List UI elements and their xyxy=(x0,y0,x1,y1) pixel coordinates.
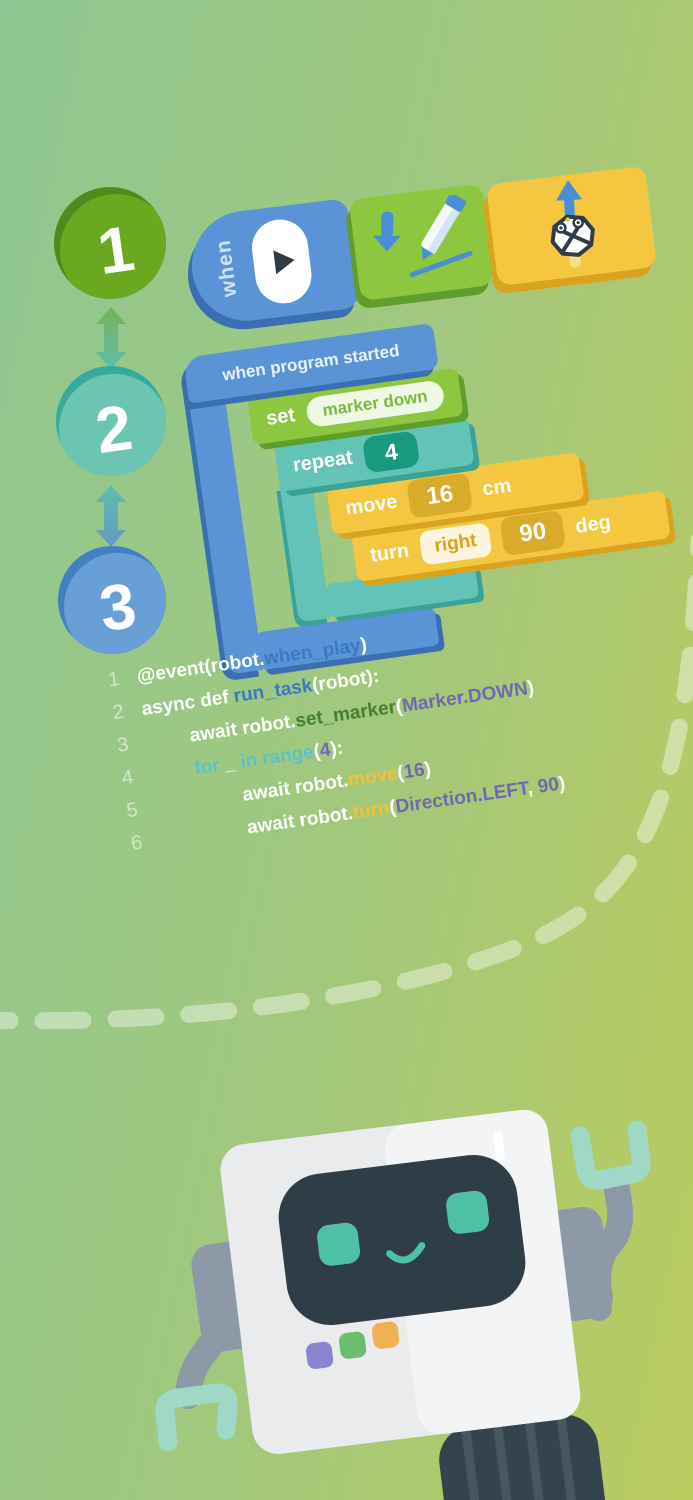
line-number: 6 xyxy=(129,831,144,855)
repeat-count: 4 xyxy=(361,430,421,474)
repeat-label: repeat xyxy=(291,445,354,477)
marker-down-icon xyxy=(373,193,473,278)
repeat-block-arm xyxy=(279,481,331,623)
robot-right-claw xyxy=(570,1120,651,1190)
line-number: 1 xyxy=(106,668,121,692)
purple-button-icon xyxy=(306,1341,334,1369)
marker-down-block xyxy=(348,183,495,302)
turn-angle: 90 xyxy=(499,509,567,557)
set-value: marker down xyxy=(304,379,446,429)
line-number: 5 xyxy=(125,798,140,823)
turn-label: turn xyxy=(368,539,411,567)
when-label: when xyxy=(211,238,242,299)
step-3-number: 3 xyxy=(95,568,141,646)
move-value: 16 xyxy=(406,472,474,519)
orange-button-icon xyxy=(372,1321,400,1349)
step-3-badge: 3 xyxy=(58,546,166,654)
robot-mascot xyxy=(155,1109,651,1500)
icon-blocks-row: when xyxy=(183,138,678,345)
robot-right-eye xyxy=(446,1190,490,1234)
step-2-badge: 2 xyxy=(56,366,166,476)
move-unit: cm xyxy=(480,474,513,500)
step-1-number: 1 xyxy=(93,211,139,289)
line-number: 2 xyxy=(111,700,126,725)
move-label: move xyxy=(343,490,399,520)
robot-tread xyxy=(439,1410,609,1500)
green-button-icon xyxy=(339,1331,367,1359)
turn-direction: right xyxy=(418,522,493,566)
arrow-1-2-icon xyxy=(96,307,126,369)
robot-face xyxy=(278,1154,526,1326)
robot-smile xyxy=(386,1242,426,1264)
when-play-block: when xyxy=(185,198,360,328)
body-mark-bar xyxy=(493,1131,505,1163)
robot-left-eye xyxy=(317,1222,361,1266)
line-number: 3 xyxy=(115,733,130,757)
turn-unit: deg xyxy=(573,510,613,538)
arrow-2-3-icon xyxy=(96,485,126,547)
move-forward-block xyxy=(485,165,658,287)
robot-forward-icon xyxy=(550,180,595,268)
set-label: set xyxy=(264,403,297,430)
line-number: 4 xyxy=(120,766,135,790)
play-icon xyxy=(248,216,315,307)
step-2-number: 2 xyxy=(91,390,137,468)
robot-left-claw xyxy=(155,1383,238,1452)
step-1-badge: 1 xyxy=(54,187,166,299)
